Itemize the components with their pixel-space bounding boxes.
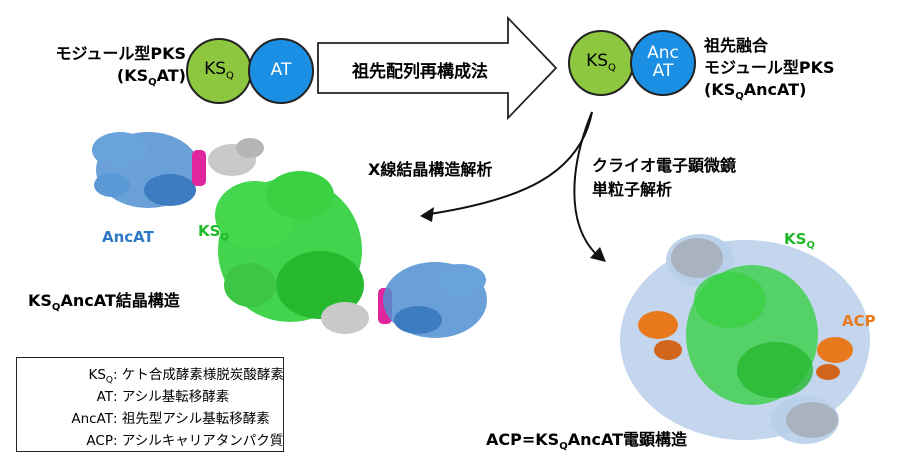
legend-key-acp: ACP xyxy=(86,433,113,449)
em-ksq-text: KS xyxy=(784,230,807,248)
legend-row-acp: ACP: アシルキャリアタンパク質 xyxy=(17,429,283,449)
legend-value-ksq: : ケト合成酵素様脱炭酸酵素 xyxy=(113,367,284,383)
at-left-text: AT xyxy=(270,60,292,81)
ancat-circle-line2: AT xyxy=(652,61,674,81)
left-module-name: モジュール型PKS (KSQAT) xyxy=(34,43,186,94)
right-module-line3: (KSQAncAT) xyxy=(704,79,874,108)
left-module-line1: モジュール型PKS xyxy=(55,44,186,63)
em-structure-caption: ACP=KSQAncAT電顕構造 xyxy=(486,426,687,452)
ancat-circle-right: Anc AT xyxy=(630,30,696,96)
ksq-right-sub: Q xyxy=(608,61,616,73)
legend-value-ancat: : 祖先型アシル基転移酵素 xyxy=(113,411,270,427)
crystal-ksq-label: KSQ xyxy=(198,222,229,243)
cryo-method-line2: 単粒子解析 xyxy=(592,180,673,199)
legend-row-ancat: AncAT: 祖先型アシル基転移酵素 xyxy=(17,407,279,427)
cryo-arrow xyxy=(573,111,599,257)
legend-value-acp: : アシルキャリアタンパク質 xyxy=(113,433,284,449)
right-module-name: 祖先融合 モジュール型PKS (KSQAncAT) xyxy=(704,35,874,108)
crystal-caption-sub: Q xyxy=(51,302,61,314)
ksq-right-text: KS xyxy=(586,50,609,71)
cryo-method-label: クライオ電子顕微鏡 単粒子解析 xyxy=(592,154,736,202)
legend-row-ksq: KSQ: ケト合成酵素様脱炭酸酵素 xyxy=(17,363,283,386)
em-caption-sub: Q xyxy=(559,441,568,453)
xray-arrow xyxy=(429,111,593,215)
crystal-caption-suffix: AncAT結晶構造 xyxy=(60,291,180,310)
em-acp-label: ACP xyxy=(842,312,876,330)
crystal-ancat-label: AncAT xyxy=(102,228,154,246)
ksq-left-text: KS xyxy=(204,58,227,79)
em-structure-image xyxy=(620,234,870,444)
crystal-ksq-text: KS xyxy=(198,222,221,240)
right-module-line3-sub: Q xyxy=(735,91,744,103)
crystal-structure-caption: KSQAncAT結晶構造 xyxy=(28,287,180,313)
xray-arrowhead xyxy=(420,207,434,222)
legend-value-at: : アシル基転移酵素 xyxy=(113,389,230,405)
ksq-circle-right-label: KSQ xyxy=(586,50,616,74)
legend-key-ksq-text: KS xyxy=(88,367,106,383)
cryo-arrowhead xyxy=(590,247,606,262)
em-ksq-label: KSQ xyxy=(784,230,815,251)
xray-method-label: X線結晶構造解析 xyxy=(368,160,493,179)
arrow-label: 祖先配列再構成法 xyxy=(352,62,488,82)
left-module-line2-sub: Q xyxy=(148,77,157,89)
em-caption-suffix: AncAT電顕構造 xyxy=(567,430,688,449)
ancat-circle-line1: Anc xyxy=(647,43,679,64)
legend-box: KSQ: ケト合成酵素様脱炭酸酵素 AT: アシル基転移酵素 AncAT: 祖先… xyxy=(16,357,284,452)
right-module-line3-prefix: (KS xyxy=(704,80,736,99)
right-module-line3-suffix: AncAT) xyxy=(743,80,807,99)
cryo-method-line1: クライオ電子顕微鏡 xyxy=(592,156,737,175)
ksq-left-sub: Q xyxy=(226,69,234,81)
right-module-line2: モジュール型PKS xyxy=(704,58,835,77)
right-module-line1: 祖先融合 xyxy=(704,36,769,55)
legend-key-ksq-sub: Q xyxy=(105,375,113,386)
left-module-line2: (KSQAT) xyxy=(34,65,186,94)
legend-key-at: AT xyxy=(96,389,113,405)
ksq-circle-left-label: KSQ xyxy=(204,58,234,82)
ksq-circle-left: KSQ xyxy=(186,38,252,104)
em-caption-prefix: ACP=KS xyxy=(486,430,560,449)
legend-row-at: AT: アシル基転移酵素 xyxy=(17,385,279,405)
crystal-caption-prefix: KS xyxy=(28,291,52,310)
legend-key-ancat: AncAT xyxy=(71,411,113,427)
ksq-circle-right: KSQ xyxy=(568,30,634,96)
reconstruction-arrow xyxy=(317,15,558,121)
em-ksq-sub: Q xyxy=(806,240,815,251)
left-module-line2-prefix: (KS xyxy=(116,66,149,85)
legend-key-ksq: KSQ xyxy=(17,367,113,386)
crystal-structure-image xyxy=(92,132,487,338)
left-module-line2-suffix: AT) xyxy=(156,66,186,85)
crystal-ksq-sub: Q xyxy=(220,232,229,243)
at-circle-left: AT xyxy=(248,38,314,104)
